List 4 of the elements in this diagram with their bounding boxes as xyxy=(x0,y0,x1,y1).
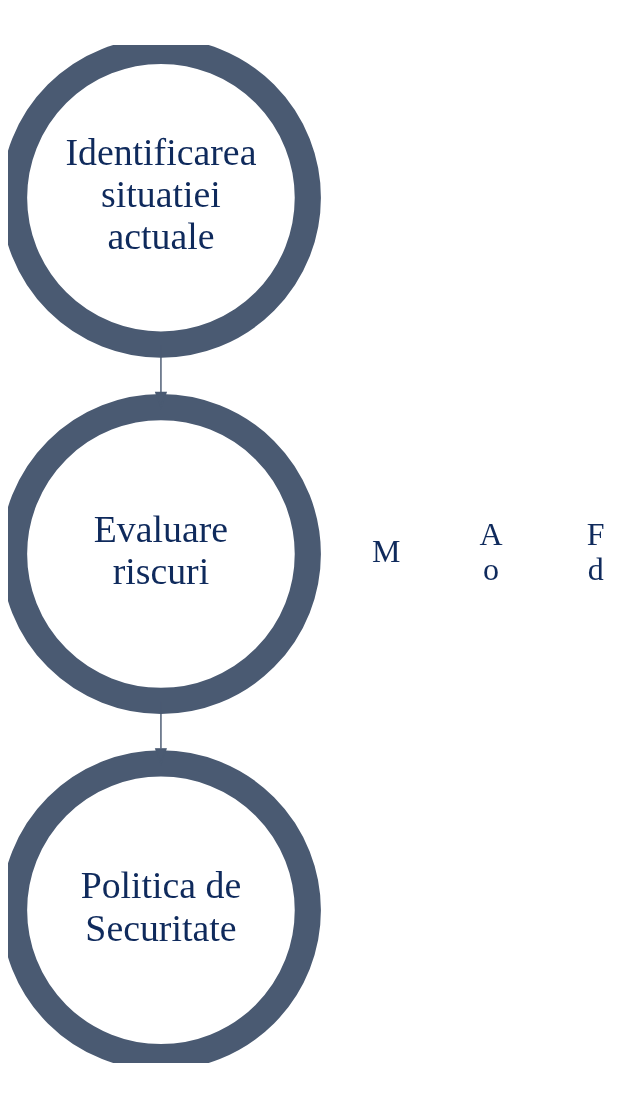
label: A o xyxy=(479,515,503,587)
label: F d xyxy=(586,515,605,587)
node-circle: Identificarea situatiei actuale xyxy=(8,44,321,358)
label: M xyxy=(372,532,401,569)
